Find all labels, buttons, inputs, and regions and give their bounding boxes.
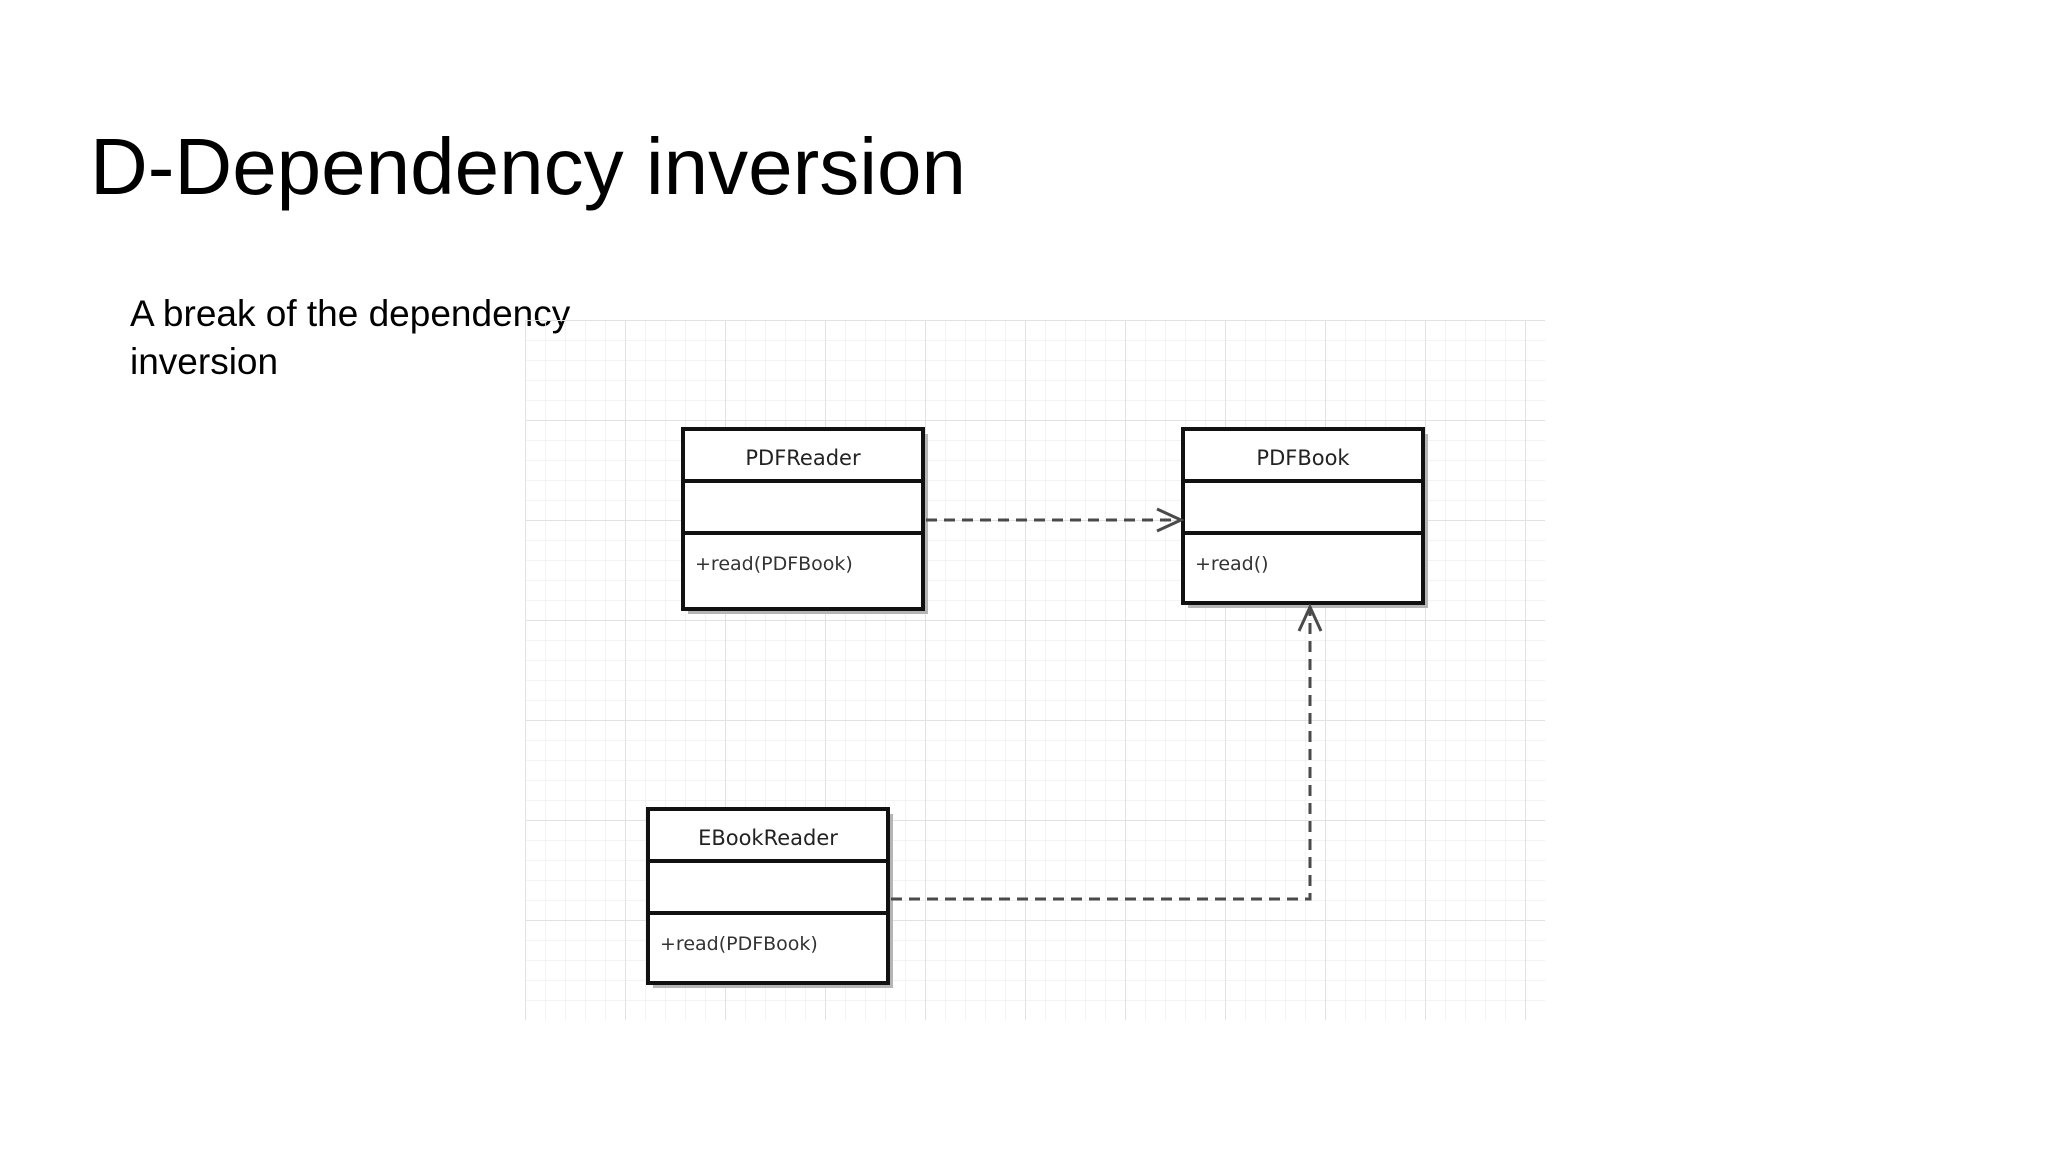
- class-ebookreader: EBookReader +read(PDFBook): [646, 807, 893, 988]
- class-pdfbook: PDFBook +read(): [1181, 427, 1428, 608]
- class-pdfreader: PDFReader +read(PDFBook): [681, 427, 928, 614]
- dependency-ebookreader-to-pdfbook: [891, 603, 1323, 901]
- class-method-ebookreader: +read(PDFBook): [660, 933, 818, 955]
- class-method-pdfbook: +read(): [1195, 553, 1269, 575]
- slide-subtitle: A break of the dependency inversion: [130, 293, 571, 382]
- uml-class-diagram: PDFReader +read(PDFBook) PDFBook +read()…: [525, 320, 1545, 1020]
- class-name-pdfbook: PDFBook: [1256, 446, 1350, 470]
- dependency-pdfreader-to-pdfbook: [926, 507, 1185, 533]
- slide-title: D-Dependency inversion: [90, 122, 967, 211]
- class-name-ebookreader: EBookReader: [698, 826, 838, 850]
- class-method-pdfreader: +read(PDFBook): [695, 553, 853, 575]
- class-name-pdfreader: PDFReader: [745, 446, 861, 470]
